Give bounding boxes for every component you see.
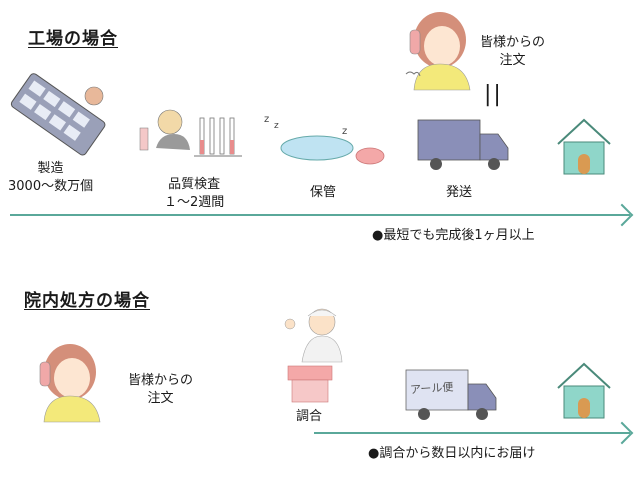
svg-text:z: z xyxy=(264,114,269,125)
factory-note: ●最短でも完成後1ヶ月以上 xyxy=(372,228,535,243)
factory-order-label: 皆様からの 注文 xyxy=(480,35,546,68)
truck-text: アール便 xyxy=(409,380,454,397)
factory-timeline-arrow xyxy=(10,214,630,216)
manufacturing-illustration xyxy=(10,73,106,156)
house-icon xyxy=(557,118,611,175)
order-person-illustration xyxy=(405,12,471,91)
hospital-timeline-arrow xyxy=(314,432,630,434)
factory-arrow-head-icon xyxy=(610,203,634,227)
step-quality-check-label: 品質検査 １～2週間 xyxy=(164,177,225,210)
hospital-order-label: 皆様からの 注文 xyxy=(128,373,194,406)
house-icon-2 xyxy=(557,362,611,419)
step-shipping-label: 発送 xyxy=(446,185,473,200)
hospital-arrow-head-icon xyxy=(610,421,634,445)
shipping-truck-icon xyxy=(417,119,509,170)
hospital-order-person-illustration xyxy=(39,344,101,423)
svg-text:z: z xyxy=(342,126,347,137)
equals-mark: || xyxy=(484,82,503,107)
delivery-truck-icon xyxy=(405,369,497,420)
step-manufacturing-label: 製造 3000～数万個 xyxy=(8,161,94,194)
storage-illustration: z z z xyxy=(264,114,385,165)
factory-title: 工場の場合 xyxy=(28,29,118,49)
step-storage-label: 保管 xyxy=(310,185,337,200)
pharmacist-illustration xyxy=(284,308,343,403)
step-compounding-label: 調合 xyxy=(296,409,323,424)
quality-check-illustration xyxy=(139,109,242,157)
hospital-note: ●調合から数日以内にお届け xyxy=(368,446,536,461)
svg-text:z: z xyxy=(274,121,279,131)
hospital-title: 院内処方の場合 xyxy=(24,291,150,311)
